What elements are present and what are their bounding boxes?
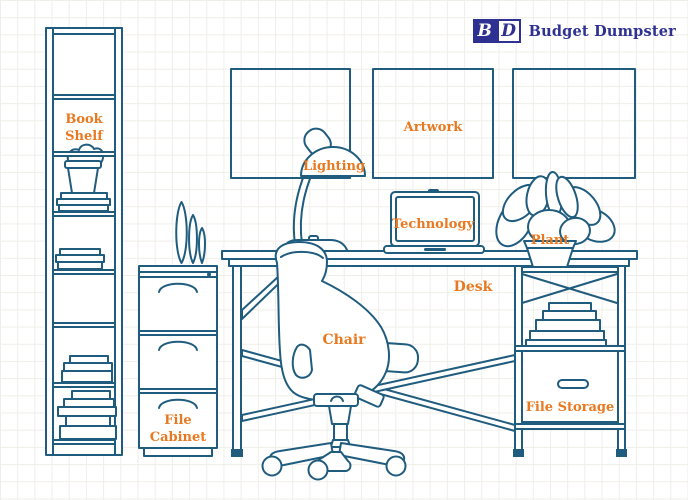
chair-lift-top <box>328 405 352 425</box>
technology-label: Technology <box>392 217 475 232</box>
artwork-frames <box>230 68 636 179</box>
chair-plate-notch <box>330 395 344 402</box>
desk-label: Desk <box>454 279 493 295</box>
bookshelf-books-stack-1 <box>56 192 111 212</box>
chair-caster <box>261 455 283 477</box>
bookshelf-books-stack-4 <box>57 390 117 440</box>
file-storage-label: File Storage <box>526 400 615 415</box>
bookshelf-label-line1: Book <box>65 112 103 127</box>
chair-caster <box>307 459 329 481</box>
brand-name: Budget Dumpster <box>528 22 676 40</box>
chair-caster <box>385 455 407 477</box>
chair-label: Chair <box>322 332 366 348</box>
chair-gas-lift <box>333 423 348 441</box>
artwork-label: Artwork <box>403 120 464 135</box>
plant-pot <box>526 247 574 268</box>
laptop: Technology <box>383 189 485 254</box>
storage-right-foot <box>616 449 627 457</box>
vase-small <box>198 227 206 264</box>
bookshelf-books-stack-2 <box>55 248 105 270</box>
laptop-touchpad <box>424 248 446 251</box>
file-cabinet-lock <box>207 272 211 277</box>
storage-left-post <box>514 260 523 452</box>
plant-label: Plant <box>531 233 570 248</box>
file-cabinet-body <box>138 265 218 449</box>
chair-tilt-lever <box>353 384 385 408</box>
brand-logo[interactable]: B D Budget Dumpster <box>472 19 676 43</box>
logo-badge-b: B <box>472 19 497 43</box>
desk-plant: Plant <box>495 171 616 268</box>
logo-badge-d: D <box>496 19 521 43</box>
bookshelf-books-stack-3 <box>61 355 113 383</box>
vase-medium <box>188 214 198 264</box>
vases <box>175 201 206 264</box>
file-storage-unit: File Storage <box>513 260 627 457</box>
desk-tabletop-band <box>228 258 630 267</box>
lighting-label: Lighting <box>303 159 365 174</box>
storage-drawer-handle <box>557 379 589 389</box>
storage-left-foot <box>513 449 524 457</box>
file-cabinet-base <box>143 447 213 457</box>
file-cabinet-label-line2: Cabinet <box>150 430 207 445</box>
file-cabinet: File Cabinet <box>138 201 218 457</box>
plant-leaf <box>559 216 591 246</box>
drawer-handle <box>158 282 198 293</box>
desk-left-leg <box>232 260 242 452</box>
plant-leaf <box>555 175 579 219</box>
storage-right-post <box>617 260 626 452</box>
artwork-frame-right <box>512 68 636 179</box>
chair-armrest-left <box>291 343 313 379</box>
bookshelf: Book Shelf <box>45 27 123 456</box>
bookshelf-label-line2: Shelf <box>65 129 104 144</box>
desk-left-foot <box>231 449 243 457</box>
storage-paper-stack <box>525 302 607 349</box>
file-cabinet-label-line1: File <box>164 413 191 428</box>
desk-lamp <box>281 127 366 253</box>
chair-headrest-seam <box>280 250 324 259</box>
storage-bottom-bar <box>514 423 626 430</box>
logo-badge: B D <box>472 19 521 43</box>
lamp-shade <box>300 146 366 177</box>
office-chair: Chair <box>261 241 420 481</box>
artwork-frame-left <box>230 68 351 179</box>
vase-tall <box>175 201 188 264</box>
drawer-handle <box>158 398 198 409</box>
storage-drawer <box>521 350 619 423</box>
artwork-frame-center <box>372 68 494 179</box>
drawer-handle <box>158 340 198 351</box>
